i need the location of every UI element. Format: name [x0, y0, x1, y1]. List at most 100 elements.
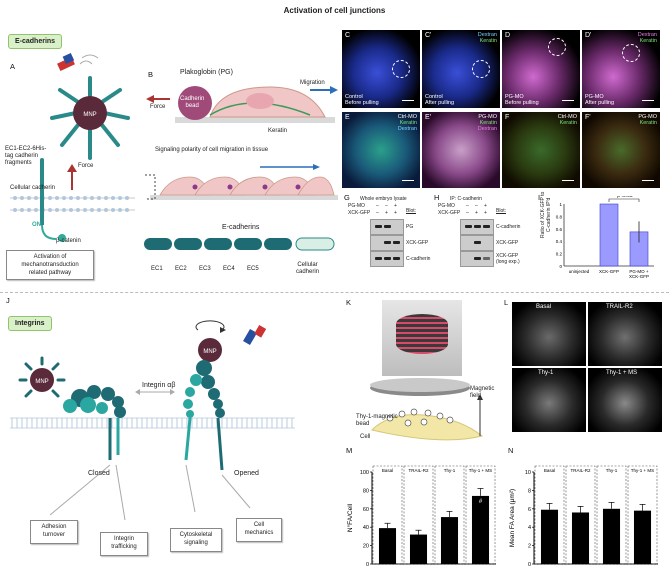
m-bar — [378, 528, 397, 564]
mnp-bead — [73, 96, 107, 130]
panel-letter-l: L — [504, 298, 509, 307]
panel-b-diagram — [145, 86, 338, 200]
i-sig-label: *p<0.05 — [615, 196, 633, 199]
micrograph-l-basal: Basal — [512, 302, 586, 366]
i-tick-label: 0.8 — [556, 214, 563, 219]
ec4-label: EC4 — [223, 266, 235, 272]
opened-label: Opened — [234, 470, 259, 477]
ec5-label: EC5 — [247, 266, 259, 272]
g-blot-name-2: C-cadherin — [406, 256, 431, 262]
micrograph-l-trail: TRAIL-R2 — [588, 302, 662, 366]
section-tag-integrins: Integrins — [8, 316, 52, 331]
n-tick-label: 8 — [528, 488, 531, 494]
panel-h-row1: PG-MO — [438, 203, 455, 209]
cell-label: Cell — [360, 434, 371, 440]
n-tick-label: 2 — [528, 544, 531, 550]
i-tick-label: 0.6 — [556, 227, 563, 232]
n-tick-label: 6 — [528, 507, 531, 513]
i-tick-label: 0 — [559, 264, 562, 269]
panel-letter-i: I — [538, 193, 541, 202]
panel-g-row2: XCK-GFP — [348, 210, 371, 216]
figure-title: Activation of cell junctions — [283, 6, 386, 15]
n-bar — [602, 508, 621, 564]
g-blot-xck — [370, 235, 404, 251]
m-category-label: Thy-1 — [444, 468, 456, 473]
magnet-stack-photo — [382, 300, 462, 376]
n-category-label: Thy-1 + MS — [631, 468, 654, 473]
n-bar — [540, 509, 559, 564]
panel-letter-k: K — [346, 298, 352, 307]
ec1-label: EC1 — [151, 266, 163, 272]
n-category-label: Thy-1 — [606, 468, 618, 473]
h-sign-2-1: – — [466, 210, 469, 216]
g-sign-1-3: + — [394, 203, 397, 209]
i-tick-label: 0.2 — [556, 252, 563, 257]
panel-j-diagram: MNP MNP — [10, 320, 295, 521]
h-sign-2-3: + — [484, 210, 487, 216]
g-sign-2-2: + — [385, 210, 388, 216]
panel-letter-b: B — [148, 70, 154, 79]
h-blot-ccad — [460, 219, 494, 235]
m-tick-label: 0 — [366, 562, 369, 568]
m-bar — [440, 517, 459, 564]
m-category-label: Basal — [382, 468, 393, 473]
n-tick-label: 0 — [528, 562, 531, 568]
m-bar — [409, 534, 428, 564]
signaling-polarity-label: Signaling polarity of cell migration in … — [155, 147, 269, 153]
h-blot-xck-long — [460, 251, 494, 267]
m-y-label: N°FA/Cell — [346, 503, 354, 532]
i-tick-label: 1 — [559, 202, 562, 207]
section-tag-ecadherins: E-cadherins — [8, 34, 63, 49]
ec3-label: EC3 — [199, 266, 211, 272]
on-label: ON — [32, 222, 41, 228]
i-category-label: uninjected — [569, 269, 590, 274]
force-label-b: Force — [150, 104, 166, 110]
panel-letter-g: G — [344, 193, 350, 202]
panel-h-blot-label: Blot: — [496, 208, 507, 214]
m-tick-label: 20 — [363, 544, 369, 550]
svg-text:MNP: MNP — [35, 379, 48, 385]
h-blot-xck — [460, 235, 494, 251]
svg-text:MNP: MNP — [203, 349, 216, 355]
ecad-domains-title: E-cadherins — [222, 224, 260, 231]
n-y-label: Mean FA Area (μm²) — [509, 489, 516, 547]
g-sign-1-1: – — [376, 203, 379, 209]
h-sign-1-3: + — [484, 203, 487, 209]
h-blot-name-2: XCK-GFP(long exp.) — [496, 253, 520, 265]
g-sign-2-3: + — [394, 210, 397, 216]
panel-g-row1: PG-MO — [348, 203, 365, 209]
m-category-label: Thy-1 + MS — [469, 468, 492, 473]
i-bar — [599, 203, 619, 267]
panel-letter-n: N — [508, 446, 514, 455]
migration-label: Migration — [300, 80, 325, 86]
m-tick-label: 80 — [363, 488, 369, 494]
m-tick-label: 100 — [360, 470, 369, 476]
panel-letter-j: J — [6, 296, 10, 305]
h-blot-name-1: XCK-GFP — [496, 240, 519, 246]
plakoglobin-label: Plakoglobin (PG) — [180, 69, 233, 76]
ec2-label: EC2 — [175, 266, 187, 272]
panel-g-title: Whole embryo lysate — [360, 196, 407, 202]
n-bar — [571, 512, 590, 564]
micrograph-l-thy1: Thy-1 — [512, 368, 586, 432]
force-label-a: Force — [78, 163, 94, 169]
panel-h-row2: XCK-GFP — [438, 210, 461, 216]
g-sign-1-2: – — [385, 203, 388, 209]
m-bar — [471, 495, 490, 564]
g-blot-name-0: PG — [406, 224, 414, 230]
ecad-domains-diagram — [144, 237, 335, 251]
